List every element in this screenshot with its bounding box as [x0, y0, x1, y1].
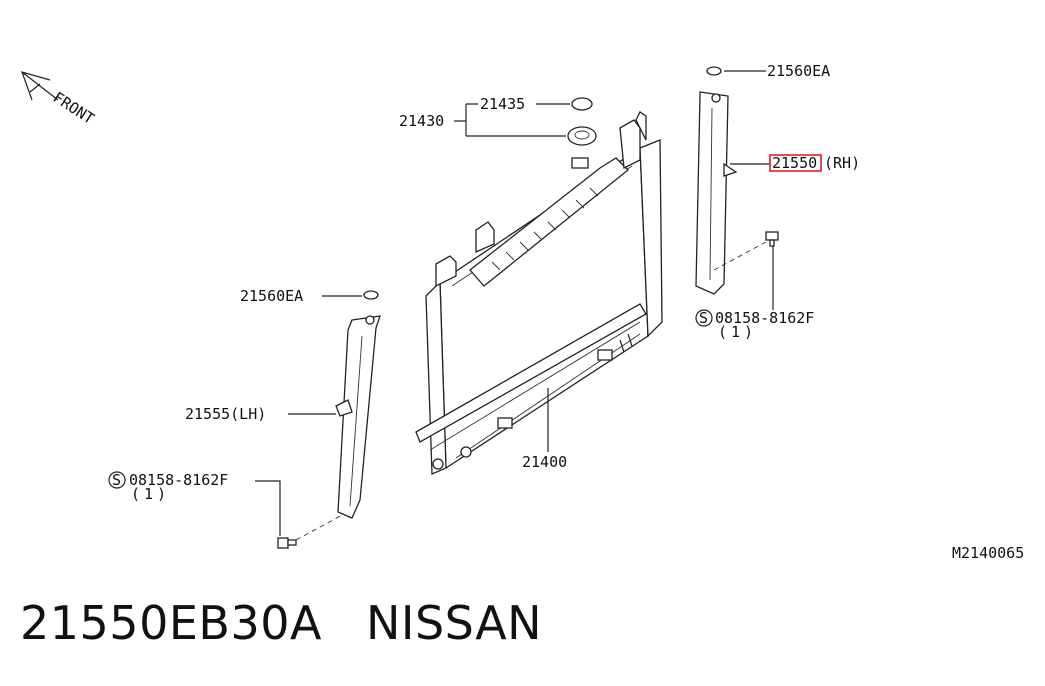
leader-cap [454, 103, 570, 137]
label-bracket-rh-side: (RH) [824, 154, 860, 172]
label-bracket-rh-number: 21550 [772, 154, 817, 172]
svg-text:S: S [699, 309, 708, 327]
bolt-right [765, 231, 779, 247]
s-symbol-right-icon: S [695, 309, 713, 327]
bolt-left [277, 537, 297, 549]
svg-text:S: S [112, 471, 121, 489]
label-bolt-left-qty: (1) [131, 485, 170, 503]
brand-name: NISSAN [365, 596, 543, 650]
label-bolt-right-number: 08158-8162F [715, 309, 814, 327]
drawing-code: M2140065 [952, 544, 1024, 562]
bracket-rh [695, 91, 738, 295]
bracket-lh [335, 315, 381, 519]
label-cap-seal: 21435 [480, 95, 525, 113]
front-label: FRONT [50, 88, 98, 128]
radiator-cap [567, 126, 597, 146]
label-nut-right: 21560EA [767, 62, 830, 80]
nut-left [363, 290, 379, 300]
part-caption: 21550EB30A NISSAN [20, 596, 542, 650]
highlight-box [769, 154, 822, 172]
label-bolt-right-qty: (1) [718, 323, 757, 341]
cap-seal [571, 97, 593, 111]
front-direction-arrow-icon [21, 71, 59, 101]
label-bracket-lh: 21555(LH) [185, 405, 266, 423]
label-radiator: 21400 [522, 453, 567, 471]
label-cap: 21430 [399, 112, 444, 130]
part-number: 21550EB30A [20, 596, 322, 650]
nut-right [706, 66, 722, 76]
label-bolt-left-number: 08158-8162F [129, 471, 228, 489]
label-nut-left: 21560EA [240, 287, 303, 305]
s-symbol-left-icon: S [108, 471, 126, 489]
radiator-body [415, 111, 663, 475]
